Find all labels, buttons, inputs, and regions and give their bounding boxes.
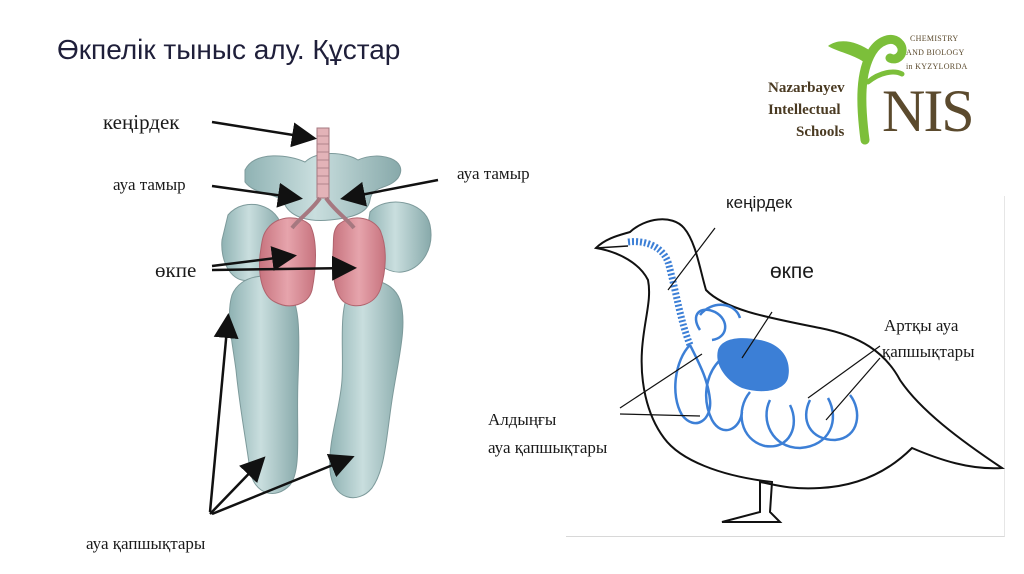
bird-label-front-sacs-1: Алдыңғы xyxy=(488,410,556,430)
bird-label-rear-sacs-2: қапшықтары xyxy=(882,342,975,362)
bird-label-rear-sacs-1: Артқы ауа xyxy=(884,316,958,336)
bird-label-front-sacs-2: ауа қапшықтары xyxy=(488,438,607,458)
bird-posterior-sac-3 xyxy=(806,395,857,440)
bird-trachea xyxy=(628,242,690,345)
leader-rear-sacs-1 xyxy=(808,346,880,398)
bird-label-lungs: өкпе xyxy=(770,260,814,284)
bird-posterior-sac-2 xyxy=(767,398,833,448)
bird-lung xyxy=(717,338,789,391)
bird-label-trachea: кеңірдек xyxy=(726,193,792,213)
leader-front-sacs-2 xyxy=(620,414,700,416)
leader-front-sacs-1 xyxy=(620,354,702,408)
bird-anterior-sac-1 xyxy=(675,345,710,423)
leader-rear-sacs-2 xyxy=(826,358,880,420)
leader-trachea xyxy=(668,228,715,290)
